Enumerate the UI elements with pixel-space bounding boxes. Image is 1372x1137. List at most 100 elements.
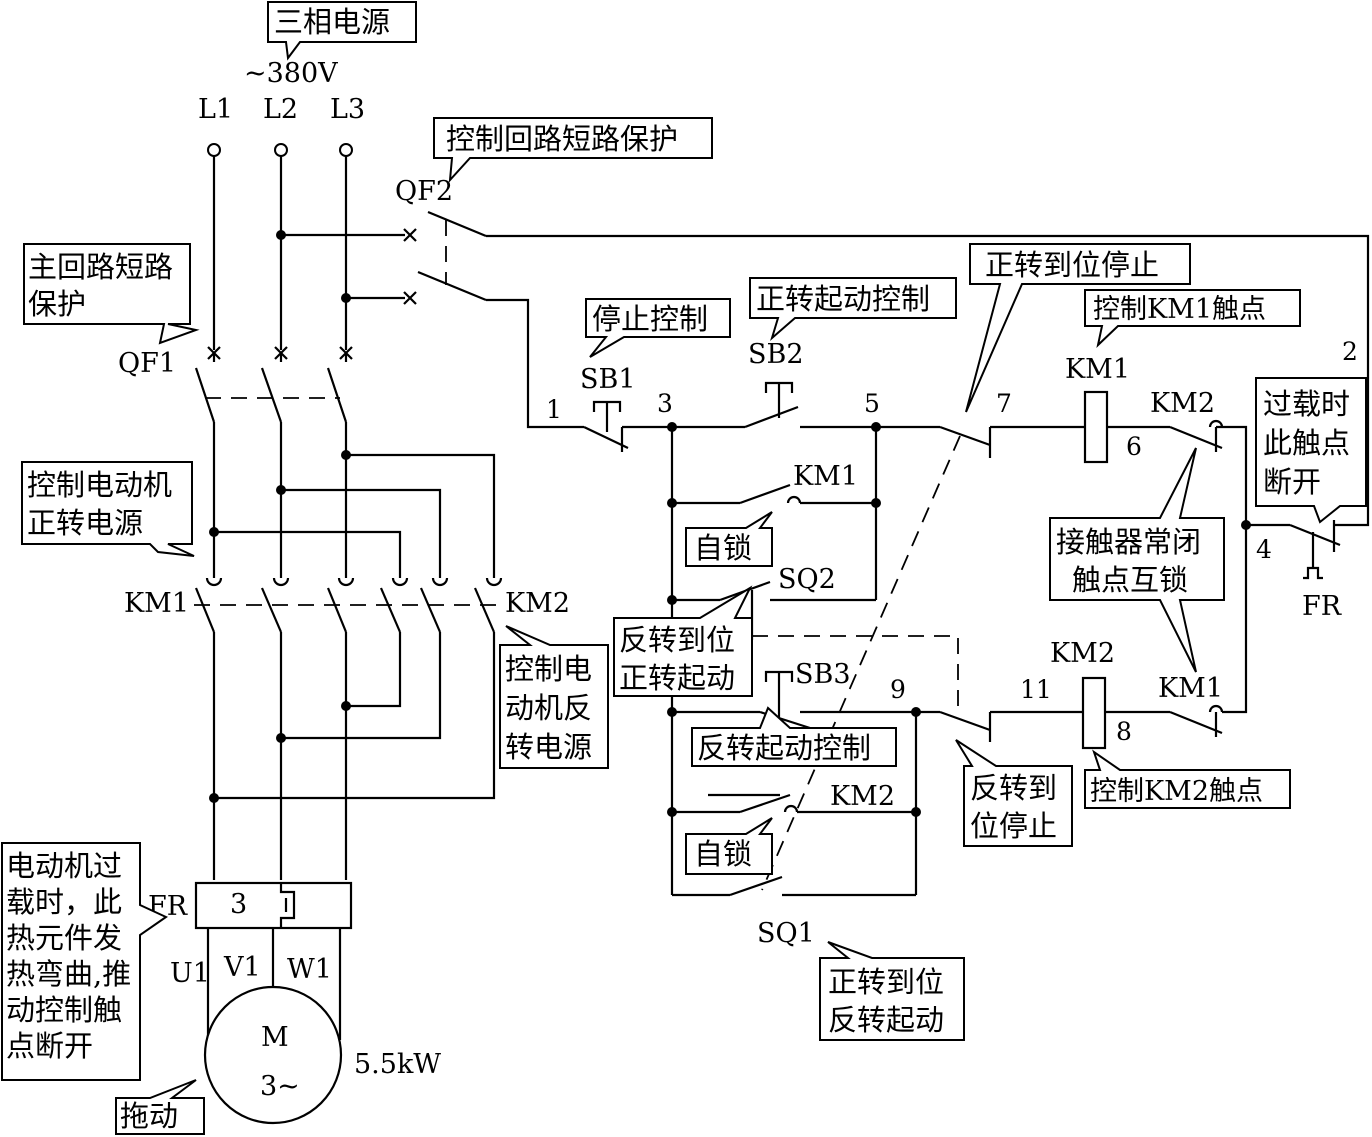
terminal-l1 <box>207 143 221 157</box>
callout-control-km1: 控制KM1触点 <box>1084 289 1301 348</box>
sq1-label: SQ1 <box>757 918 815 949</box>
sb1-label: SB1 <box>580 364 636 395</box>
callout-self-lock-upper: 自锁 <box>685 511 773 567</box>
svg-text:热元件发: 热元件发 <box>6 921 122 955</box>
phase-l2-label: L2 <box>263 94 298 125</box>
km1-nc-interlock <box>1169 704 1224 737</box>
km1-selflock-label: KM1 <box>793 461 858 492</box>
motor-phase-label: 3~ <box>260 1071 300 1102</box>
svg-text:正转到位停止: 正转到位停止 <box>985 248 1159 282</box>
callout-interlock: 接触器常闭 触点互锁 <box>1049 447 1225 673</box>
km2-coil <box>1081 676 1107 750</box>
svg-text:控制电动机: 控制电动机 <box>27 468 172 502</box>
svg-text:转电源: 转电源 <box>505 730 592 764</box>
svg-text:正转到位: 正转到位 <box>828 965 944 999</box>
sq2-label: SQ2 <box>778 564 836 595</box>
km2-coil-label: KM2 <box>1050 638 1115 669</box>
terminal-w1-label: W1 <box>287 954 332 985</box>
callout-forward-start-control: 正转起动控制 <box>749 277 957 342</box>
node-1: 1 <box>546 395 562 424</box>
km1-coil <box>1083 390 1109 464</box>
node-9: 9 <box>890 675 906 704</box>
svg-text:三相电源: 三相电源 <box>274 5 390 39</box>
svg-text:正转起动: 正转起动 <box>619 661 735 695</box>
km-main-contacts <box>194 577 503 633</box>
svg-text:控制KM2触点: 控制KM2触点 <box>1090 776 1263 807</box>
qf1-breaker <box>194 346 353 423</box>
km2-nc-interlock <box>1169 419 1224 452</box>
svg-text:自锁: 自锁 <box>694 531 752 565</box>
sb1-stop-button <box>583 400 629 452</box>
sq1-nc-forward-stop <box>939 425 992 458</box>
control-circuit <box>403 210 1370 897</box>
km1-main-label: KM1 <box>124 588 189 619</box>
callout-motor-reverse-power: 控制电 动机反 转电源 <box>499 625 609 769</box>
qf1-label: QF1 <box>118 348 176 379</box>
callout-overload-contact: 过载时 此触点 断开 <box>1255 377 1367 524</box>
svg-text:正转起动控制: 正转起动控制 <box>756 282 930 316</box>
fr-nc-contact <box>1246 520 1341 580</box>
terminal-u1-label: U1 <box>170 958 210 989</box>
svg-text:反转起动控制: 反转起动控制 <box>697 731 871 765</box>
svg-text:正转电源: 正转电源 <box>27 506 143 540</box>
callout-reverse-limit-forward-start: 反转到位 正转起动 <box>613 585 753 697</box>
fr-thermal-element <box>194 881 353 930</box>
svg-text:接触器常闭: 接触器常闭 <box>1056 525 1201 559</box>
km1-nc-label: KM1 <box>1158 673 1223 704</box>
svg-text:反转到位: 反转到位 <box>619 623 735 657</box>
sb2-label: SB2 <box>748 339 804 370</box>
node-5: 5 <box>864 389 880 418</box>
svg-text:主回路短路: 主回路短路 <box>28 250 173 284</box>
callout-stop-control: 停止控制 <box>585 298 731 358</box>
sq1-limit-switch <box>672 875 916 897</box>
svg-text:拖动: 拖动 <box>120 1099 178 1133</box>
sb2-forward-start-button <box>744 381 799 429</box>
terminal-v1-label: V1 <box>223 952 261 983</box>
qf2-breaker <box>403 210 487 305</box>
callout-control-km2: 控制KM2触点 <box>1084 749 1291 809</box>
node-numbers: 1 2 3 4 5 6 7 8 9 11 <box>546 337 1358 746</box>
km1-coil-label: KM1 <box>1065 354 1130 385</box>
svg-text:自锁: 自锁 <box>694 837 752 871</box>
svg-text:触点互锁: 触点互锁 <box>1072 563 1188 597</box>
supply-voltage: ~380V <box>244 58 338 89</box>
callout-motor-forward-power: 控制电动机 正转电源 <box>21 461 195 557</box>
svg-text:载时，此: 载时，此 <box>6 885 122 919</box>
callout-control-circuit-protection: 控制回路短路保护 <box>433 117 713 183</box>
svg-text:反转起动: 反转起动 <box>828 1003 944 1037</box>
svg-text:控制回路短路保护: 控制回路短路保护 <box>446 122 678 156</box>
main-power-circuit <box>194 143 503 1125</box>
km2-main-label: KM2 <box>505 588 570 619</box>
km1-self-lock-contact <box>672 427 878 600</box>
callout-forward-limit-reverse-start: 正转到位 反转起动 <box>819 941 965 1041</box>
svg-text:点断开: 点断开 <box>6 1029 93 1063</box>
phase-l3-label: L3 <box>330 94 365 125</box>
svg-text:此触点: 此触点 <box>1263 426 1350 460</box>
svg-text:断开: 断开 <box>1263 465 1321 499</box>
terminal-l2 <box>274 143 288 157</box>
node-3: 3 <box>657 389 673 418</box>
node-2: 2 <box>1342 337 1358 366</box>
qf2-label: QF2 <box>395 176 453 207</box>
svg-text:反转到: 反转到 <box>970 771 1057 805</box>
callout-drive: 拖动 <box>115 1079 205 1135</box>
callout-self-lock-lower: 自锁 <box>685 817 773 875</box>
svg-text:热弯曲,推: 热弯曲,推 <box>6 957 131 991</box>
node-4: 4 <box>1256 535 1272 564</box>
km2-selflock-label: KM2 <box>830 781 895 812</box>
node-11: 11 <box>1020 675 1052 704</box>
phase-l1-label: L1 <box>198 94 233 125</box>
node-8: 8 <box>1116 717 1132 746</box>
svg-text:控制电: 控制电 <box>505 652 592 686</box>
km2-self-lock-contact <box>672 712 918 895</box>
svg-text:动控制触: 动控制触 <box>6 993 122 1027</box>
callout-supply: 三相电源 <box>267 1 417 61</box>
sb3-label: SB3 <box>795 659 851 690</box>
callout-reverse-start-control: 反转起动控制 <box>691 706 897 767</box>
fr-contact-label: FR <box>1302 591 1342 622</box>
svg-text:保护: 保护 <box>28 287 86 321</box>
node-6: 6 <box>1126 432 1142 461</box>
callout-overload-heater: 电动机过 载时，此 热元件发 热弯曲,推 动控制触 点断开 <box>1 842 169 1081</box>
callout-reverse-limit-stop: 反转到 位停止 <box>955 739 1073 847</box>
